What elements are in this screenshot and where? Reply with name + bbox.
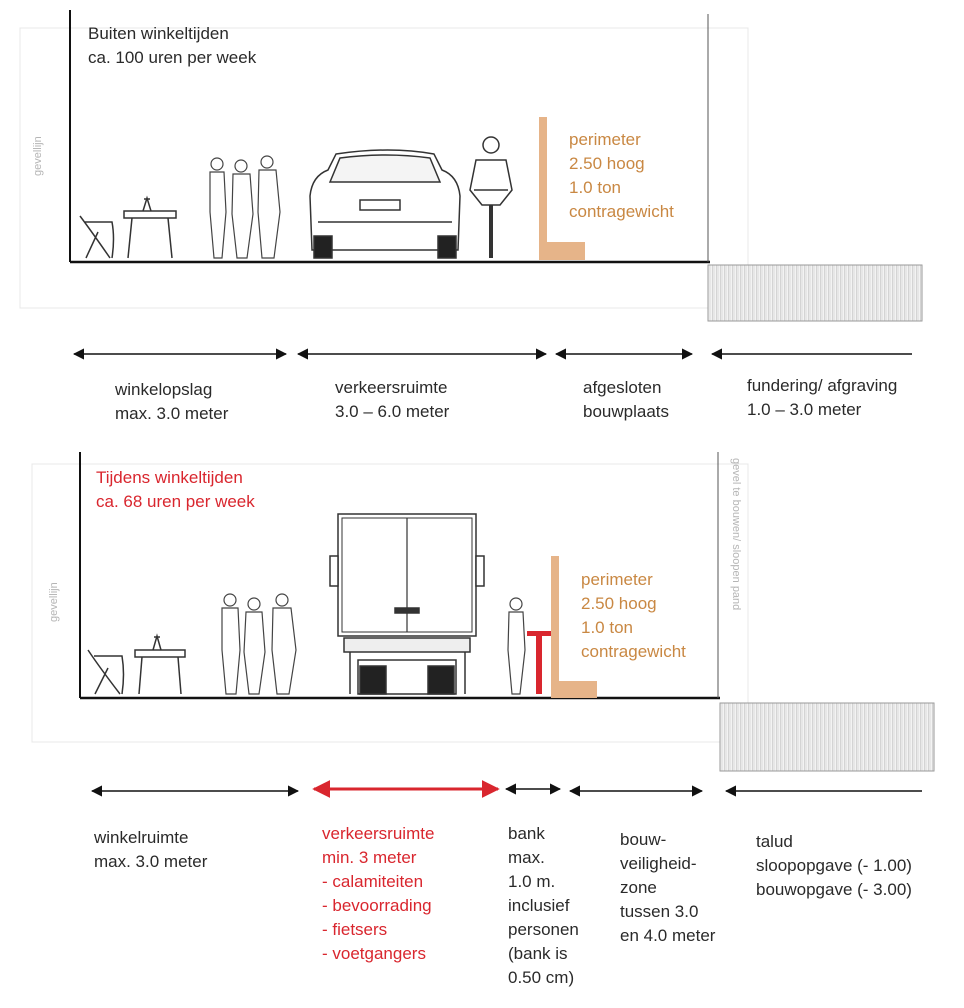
bottom-vertical-note: gevel te bouwen/ sloopen pand [730,458,742,611]
top-dim-label-verkeersruimte: verkeersruimte 3.0 – 6.0 meter [335,378,450,421]
bottom-dim-label-winkelruimte: winkelruimte max. 3.0 meter [94,828,208,871]
bottom-subtitle: ca. 68 uren per week [96,492,255,511]
person-icon [507,597,526,695]
top-dim-label-fundering: fundering/ afgraving 1.0 – 3.0 meter [747,376,898,419]
bottom-perimeter-label: perimeter 2.50 hoog 1.0 ton contragewich… [581,570,686,661]
table-icon [134,633,186,695]
bottom-dim-label-verkeersruimte: verkeersruimte min. 3 meter - calamiteit… [322,824,435,963]
truck-icon [329,513,485,695]
car-icon [309,149,461,259]
bottom-dim-label-talud: talud sloopopgave (- 1.00) bouwopgave (-… [756,832,912,899]
chair-icon [87,649,125,695]
table-icon [123,195,177,259]
chair-icon [79,215,115,259]
cyclist-icon [469,136,513,258]
excavation-hatch-icon [707,264,923,322]
top-perimeter-label: perimeter 2.50 hoog 1.0 ton contragewich… [569,130,674,221]
top-dim-label-winkelopslag: winkelopslag max. 3.0 meter [115,380,229,423]
top-dim-label-bouwplaats: afgesloten bouwplaats [583,378,670,421]
bench-icon [527,631,551,694]
pedestrians-icon [209,155,281,259]
bottom-title: Tijdens winkeltijden [96,468,243,487]
dimension-arrow-icon [90,783,922,797]
bottom-gevellijn-label: gevellijn [48,582,60,622]
perimeter-wall-icon [551,556,597,698]
top-section-structure [19,10,923,322]
top-gevellijn-label: gevellijn [32,136,44,176]
bottom-section-structure [31,452,935,772]
perimeter-wall-icon [539,117,585,260]
pedestrians-icon [221,593,297,695]
top-title: Buiten winkeltijden [88,24,229,43]
top-subtitle: ca. 100 uren per week [88,48,257,67]
bottom-dim-label-veiligheidzone: bouw- veiligheid- zone tussen 3.0 en 4.0… [620,830,716,945]
bottom-dim-label-bank: bank max. 1.0 m. inclusief personen (ban… [508,824,579,987]
